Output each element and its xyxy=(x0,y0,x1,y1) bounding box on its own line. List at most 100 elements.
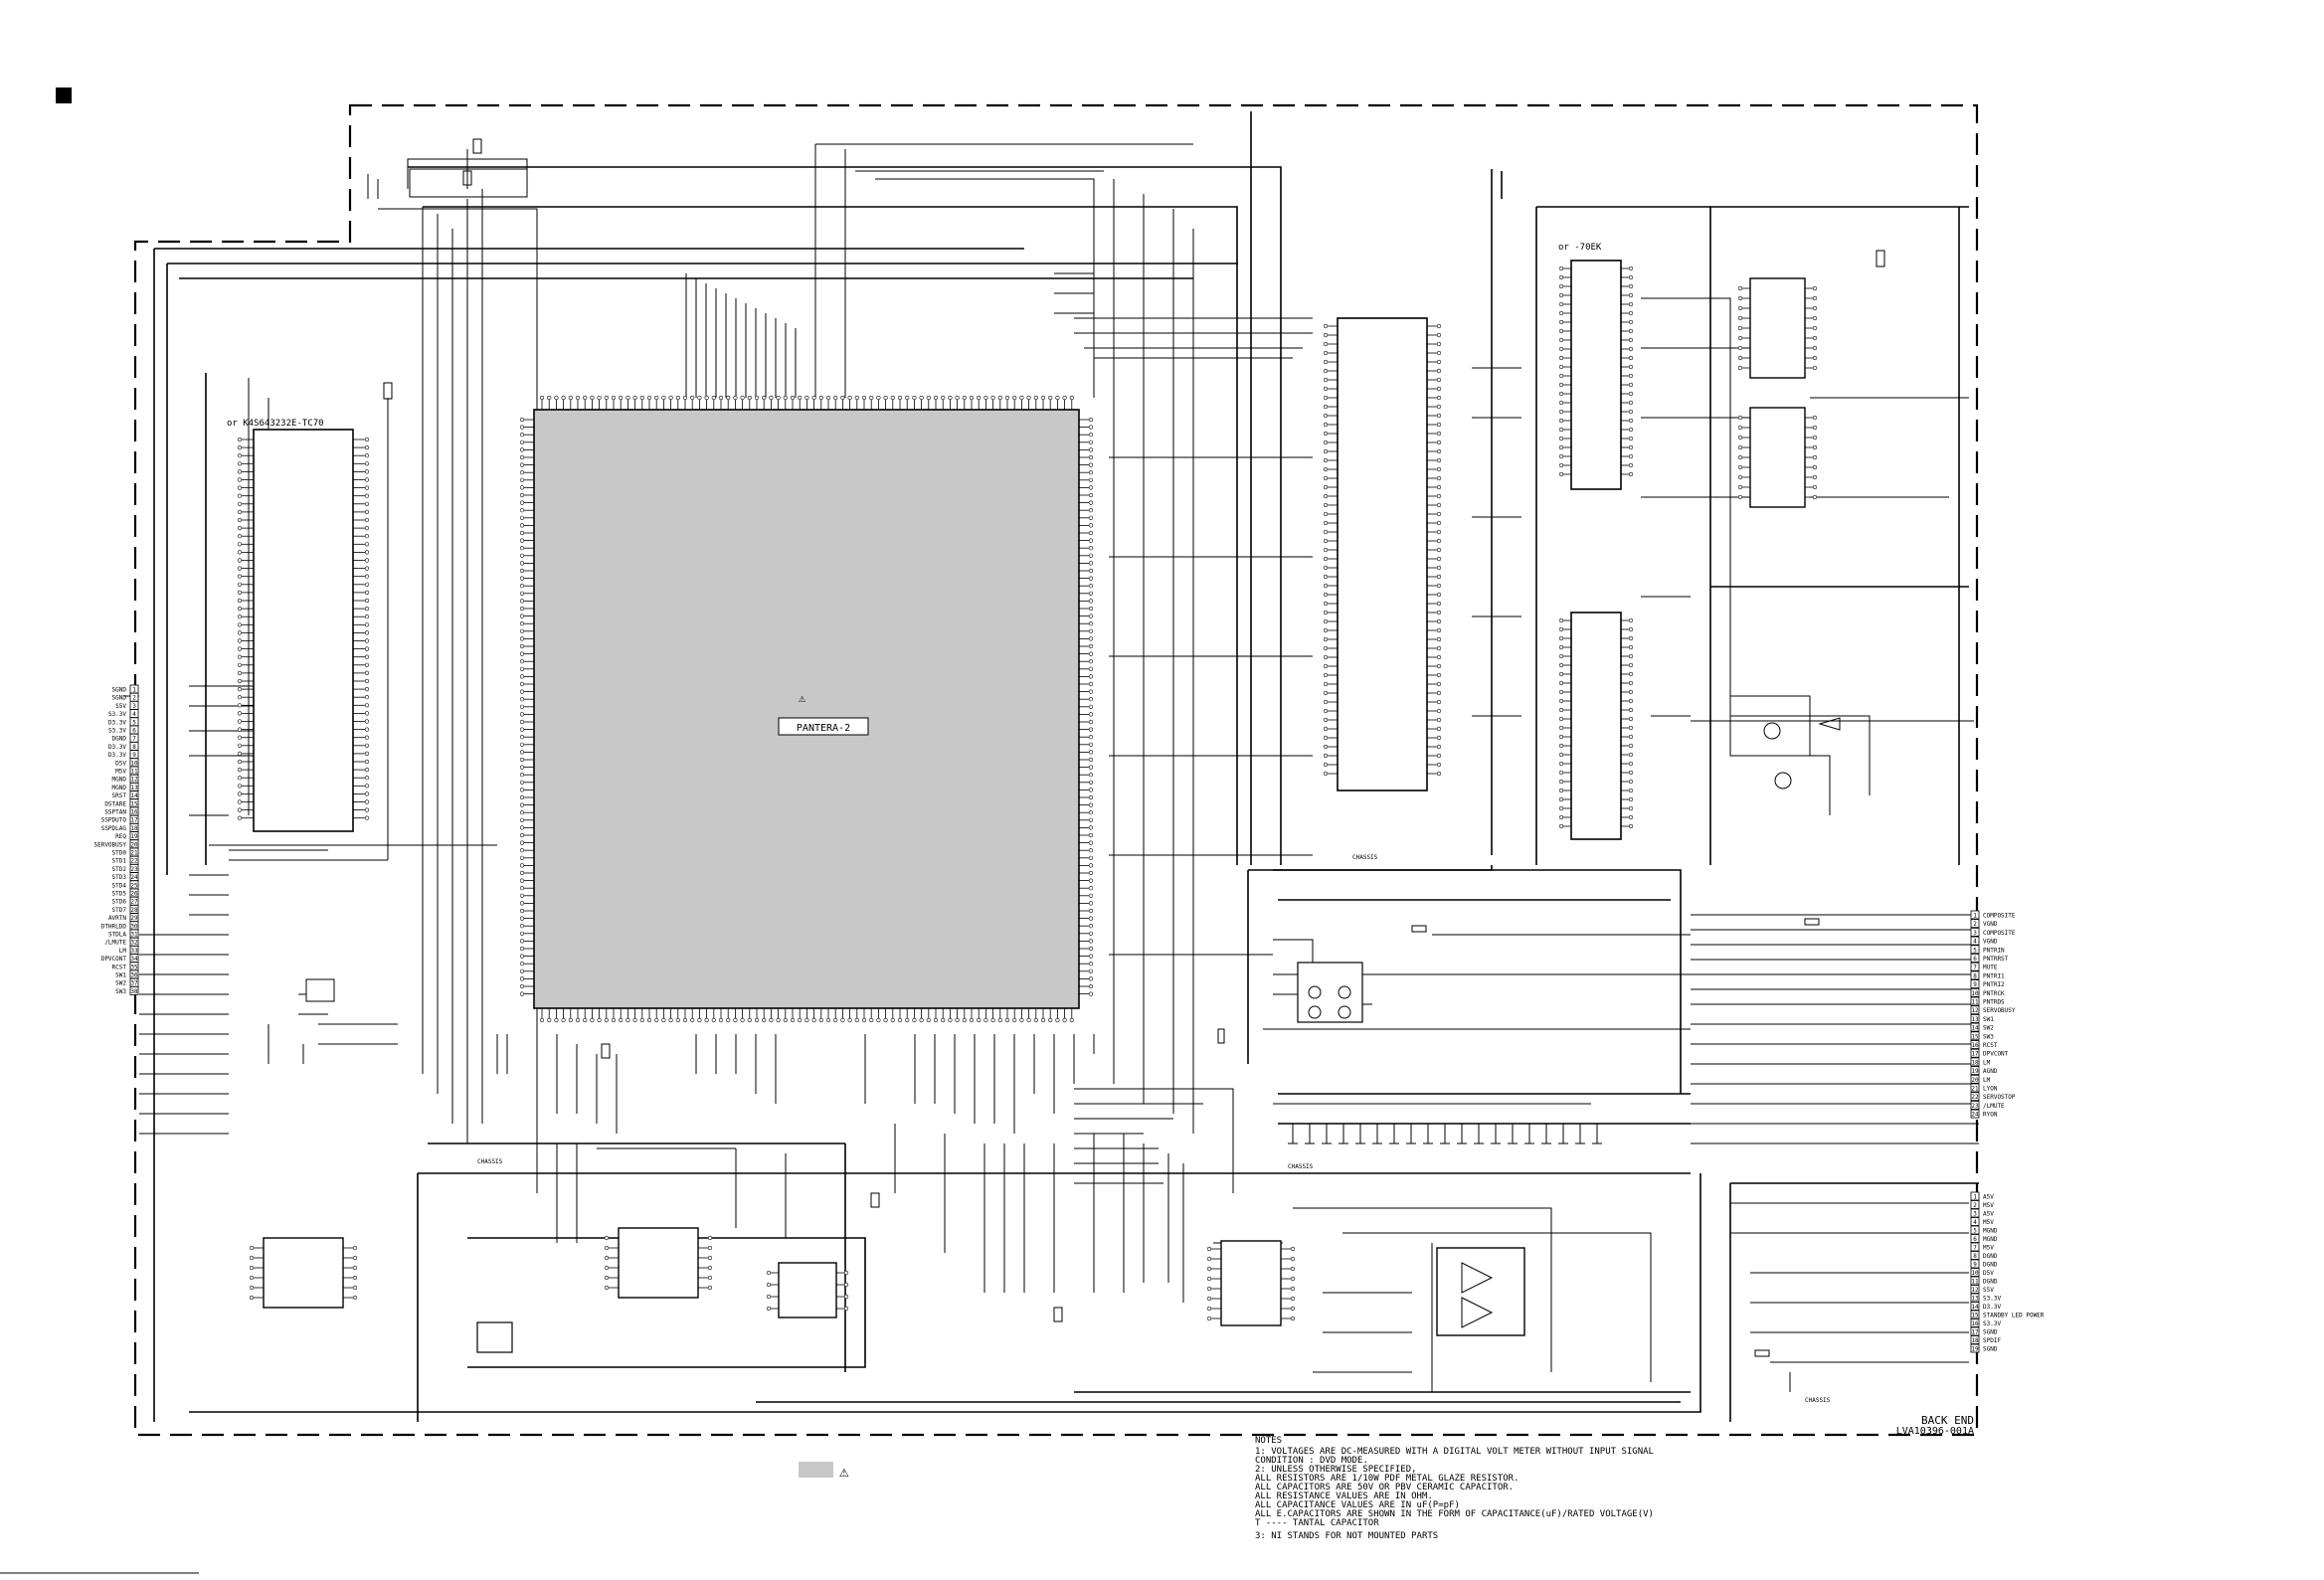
pin-dot xyxy=(1558,653,1564,659)
connector-pin-box xyxy=(1970,945,1980,955)
pin-dot xyxy=(519,878,525,883)
pin-dot xyxy=(1558,274,1564,280)
pin-dot xyxy=(983,395,988,401)
pin-dot xyxy=(1088,946,1094,952)
pin-dot xyxy=(364,630,370,635)
pin-dot xyxy=(1436,529,1442,535)
connector-pin-number: 8 xyxy=(1973,1253,1977,1260)
pin-dot xyxy=(661,1017,666,1023)
pin-dot xyxy=(604,1265,610,1271)
av-connector-pin-label: SERVOBUSY xyxy=(1983,1007,2016,1014)
pin-dot xyxy=(843,1270,849,1276)
pin-dot xyxy=(364,776,370,781)
pin-dot xyxy=(519,704,525,709)
pin-dot xyxy=(675,1017,680,1023)
pin-dot xyxy=(1323,574,1329,580)
pin-dot xyxy=(237,695,243,700)
pin-dot xyxy=(1812,365,1818,371)
pin-dot xyxy=(690,395,695,401)
pin-dot xyxy=(568,395,573,401)
pin-dot xyxy=(1812,305,1818,311)
pin-dot xyxy=(364,743,370,748)
pin-dot xyxy=(1088,794,1094,800)
pin-dot xyxy=(1812,325,1818,331)
pin-dot xyxy=(554,1017,559,1023)
pin-dot xyxy=(519,697,525,702)
pin-dot xyxy=(1737,454,1743,460)
pin-dot xyxy=(1323,439,1329,445)
pin-dot xyxy=(237,807,243,812)
connector-pin-number: 16 xyxy=(1971,1320,1979,1327)
pin-dot xyxy=(707,1245,713,1251)
pin-dot xyxy=(626,1017,630,1023)
pin-dot xyxy=(1069,1017,1074,1023)
connector-pin-number: 33 xyxy=(130,948,138,955)
pin-dot xyxy=(1558,689,1564,695)
connector-pin-box xyxy=(1970,1109,1980,1119)
pin-dot xyxy=(825,395,831,401)
pin-dot xyxy=(1088,924,1094,929)
connector-pin-number: 13 xyxy=(1971,1016,1979,1023)
pin-dot xyxy=(364,695,370,700)
pin-dot xyxy=(1088,515,1094,520)
pin-dot xyxy=(711,1017,716,1023)
pin-dot xyxy=(352,1295,358,1301)
pin-dot xyxy=(519,855,525,860)
pin-dot xyxy=(1628,471,1634,477)
pin-dot xyxy=(604,1285,610,1291)
pin-dot xyxy=(519,916,525,921)
pin-dot xyxy=(1436,547,1442,553)
av-connector-pin-label: LYON xyxy=(1983,1086,1998,1093)
pin-dot xyxy=(1737,444,1743,450)
connector-pin-box xyxy=(1970,1083,1980,1093)
pin-dot xyxy=(237,501,243,506)
pin-dot xyxy=(519,832,525,838)
pin-dot xyxy=(519,508,525,513)
oscillator-block xyxy=(1297,962,1363,1023)
rear-connector-pin-label: D3.3V xyxy=(108,752,126,759)
pin-dot xyxy=(1323,368,1329,374)
connector-pin-box xyxy=(1970,1251,1980,1260)
pin-dot xyxy=(1323,350,1329,356)
pin-dot xyxy=(249,1265,255,1271)
pin-dot xyxy=(1558,436,1564,441)
av-connector-pin-label: RYON xyxy=(1983,1112,1998,1119)
pin-dot xyxy=(249,1295,255,1301)
pin-dot xyxy=(1088,886,1094,891)
pin-dot xyxy=(854,1017,859,1023)
pin-dot xyxy=(1088,916,1094,921)
pin-dot xyxy=(977,1017,982,1023)
pin-dot xyxy=(843,1306,849,1312)
pin-dot xyxy=(1737,484,1743,490)
pin-dot xyxy=(1323,592,1329,598)
pin-dot xyxy=(1323,332,1329,338)
pin-dot xyxy=(798,395,803,401)
connector-pin-box xyxy=(1970,1335,1980,1344)
pin-dot xyxy=(519,462,525,467)
pin-dot xyxy=(869,1017,874,1023)
pin-dot xyxy=(726,395,731,401)
pin-dot xyxy=(568,1017,573,1023)
pin-dot xyxy=(1206,1296,1212,1302)
pin-dot xyxy=(1558,752,1564,758)
rear-connector: 1SGND2SGND3S5V4S3.3V5D3.3V6S3.3V7DGND8D3… xyxy=(93,684,139,995)
pin-dot xyxy=(890,395,895,401)
av-connector-pin-label: PNTRCK xyxy=(1983,990,2005,997)
pin-dot xyxy=(1019,395,1024,401)
pin-dot xyxy=(1558,373,1564,379)
pin-dot xyxy=(604,1245,610,1251)
pin-dot xyxy=(1628,328,1634,334)
pin-dot xyxy=(1323,583,1329,589)
pin-dot xyxy=(1628,788,1634,793)
pin-dot xyxy=(776,395,781,401)
pin-dot xyxy=(1323,717,1329,723)
pin-dot xyxy=(747,395,752,401)
pin-dot xyxy=(519,817,525,822)
rear-connector-pin-label: SSPDLAG xyxy=(101,825,127,832)
connector-pin-number: 1 xyxy=(132,687,136,694)
connector-pin-number: 23 xyxy=(1971,1103,1979,1110)
connector-pin-number: 37 xyxy=(130,980,138,987)
pin-dot xyxy=(1737,305,1743,311)
pin-dot xyxy=(1088,681,1094,687)
pin-dot xyxy=(1436,323,1442,329)
